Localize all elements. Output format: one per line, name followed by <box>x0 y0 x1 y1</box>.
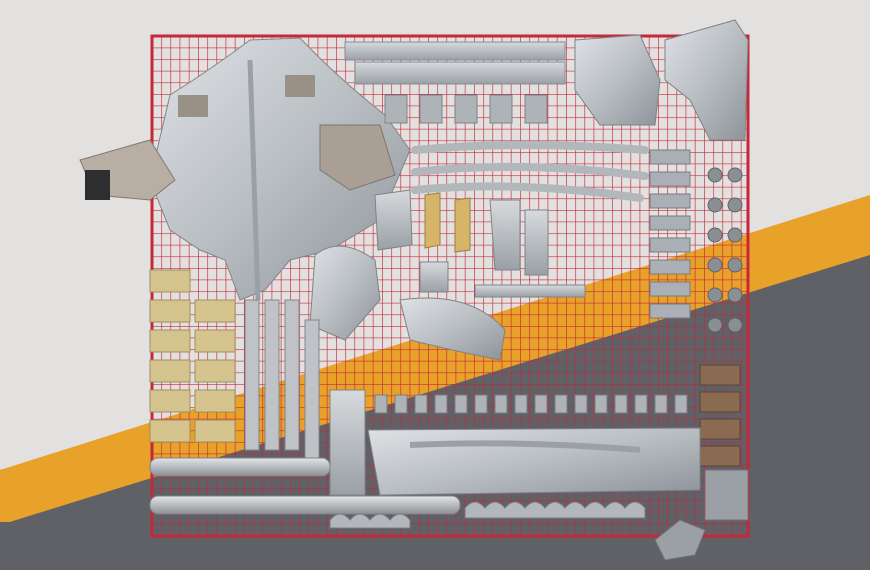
wheel-arch-part <box>574 34 661 126</box>
cross-member <box>399 297 506 361</box>
perforated-strips <box>244 299 320 461</box>
dark-bracket-block <box>85 170 110 200</box>
bracket-assembly-right <box>319 124 396 191</box>
floor-pan-tunnel <box>247 59 261 301</box>
brass-bracket-stack <box>149 269 236 443</box>
brass-strip-a <box>424 192 441 249</box>
right-column-clips <box>649 149 691 319</box>
brass-strip-b <box>454 197 471 253</box>
floor-pan-panel <box>149 37 411 301</box>
mid-bracket-b <box>524 209 549 276</box>
right-column-nut-plates <box>707 167 743 333</box>
mid-bracket-a <box>489 199 521 271</box>
corner-plate <box>704 469 749 521</box>
curved-rail-set <box>411 141 649 202</box>
long-tray-panel <box>367 427 701 496</box>
flat-bar <box>474 284 586 298</box>
round-tube-upper <box>149 457 331 477</box>
fender-apron-part <box>664 19 749 141</box>
bottom-clip-chain <box>329 501 646 529</box>
floor-pan-boss-left <box>178 95 208 117</box>
top-rail-upper <box>344 41 566 61</box>
pillar-reinforcement <box>309 245 381 341</box>
round-tube-lower <box>149 495 461 515</box>
box-bracket <box>419 261 449 293</box>
vertical-channel <box>329 389 366 496</box>
rusty-plates-right <box>699 364 741 467</box>
floor-pan-boss-right <box>285 75 315 97</box>
loose-bracket <box>654 519 706 561</box>
tray-emboss <box>409 440 641 453</box>
small-bracket-row-top <box>384 94 548 124</box>
top-rail-lower <box>354 61 566 85</box>
small-part-rows <box>374 394 688 414</box>
channel-bracket <box>374 189 413 251</box>
